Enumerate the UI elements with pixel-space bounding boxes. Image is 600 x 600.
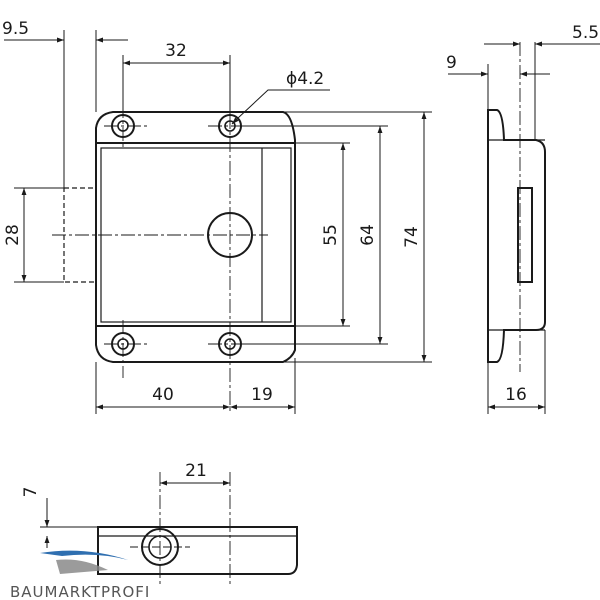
logo-swoosh-gray — [56, 559, 108, 574]
dim-offset-left: 9.5 — [2, 19, 29, 39]
dim-side-top-right: 5.5 — [572, 23, 599, 43]
logo-swoosh-blue — [40, 550, 128, 560]
baumarktprofi-logo: BAUMARKTPROFI — [10, 550, 150, 600]
side-extension-lines — [487, 42, 546, 414]
logo-text: BAUMARKTPROFI — [10, 583, 150, 600]
side-outline — [487, 109, 546, 363]
extension-lines — [14, 30, 432, 414]
dim-hole-diameter: ϕ4.2 — [286, 69, 324, 89]
dimension-lines — [4, 37, 427, 410]
dim-side-top-left: 9 — [446, 53, 457, 73]
dim-overall-height: 74 — [402, 226, 422, 248]
bottom-view — [40, 472, 298, 586]
dim-width-right: 19 — [251, 385, 273, 405]
dim-side-depth: 16 — [505, 385, 527, 405]
side-bolt — [517, 187, 533, 283]
side-view — [448, 41, 600, 414]
dim-width-bottom: 40 — [152, 385, 174, 405]
side-dimension-lines — [448, 41, 600, 410]
dim-hole-spacing-vertical: 64 — [358, 224, 378, 246]
center-lines — [52, 92, 268, 412]
dim-bottom-height: 7 — [21, 487, 41, 498]
bottom-dimension-lines — [44, 480, 230, 548]
plate-outline — [95, 111, 296, 363]
front-view — [4, 30, 432, 414]
dim-inner-height: 55 — [321, 224, 341, 246]
dim-height-left: 28 — [3, 224, 23, 246]
dim-bottom-hole-offset: 21 — [185, 461, 207, 481]
dim-hole-spacing-top: 32 — [165, 41, 187, 61]
inner-frame — [95, 142, 296, 327]
bottom-outline — [97, 526, 298, 575]
